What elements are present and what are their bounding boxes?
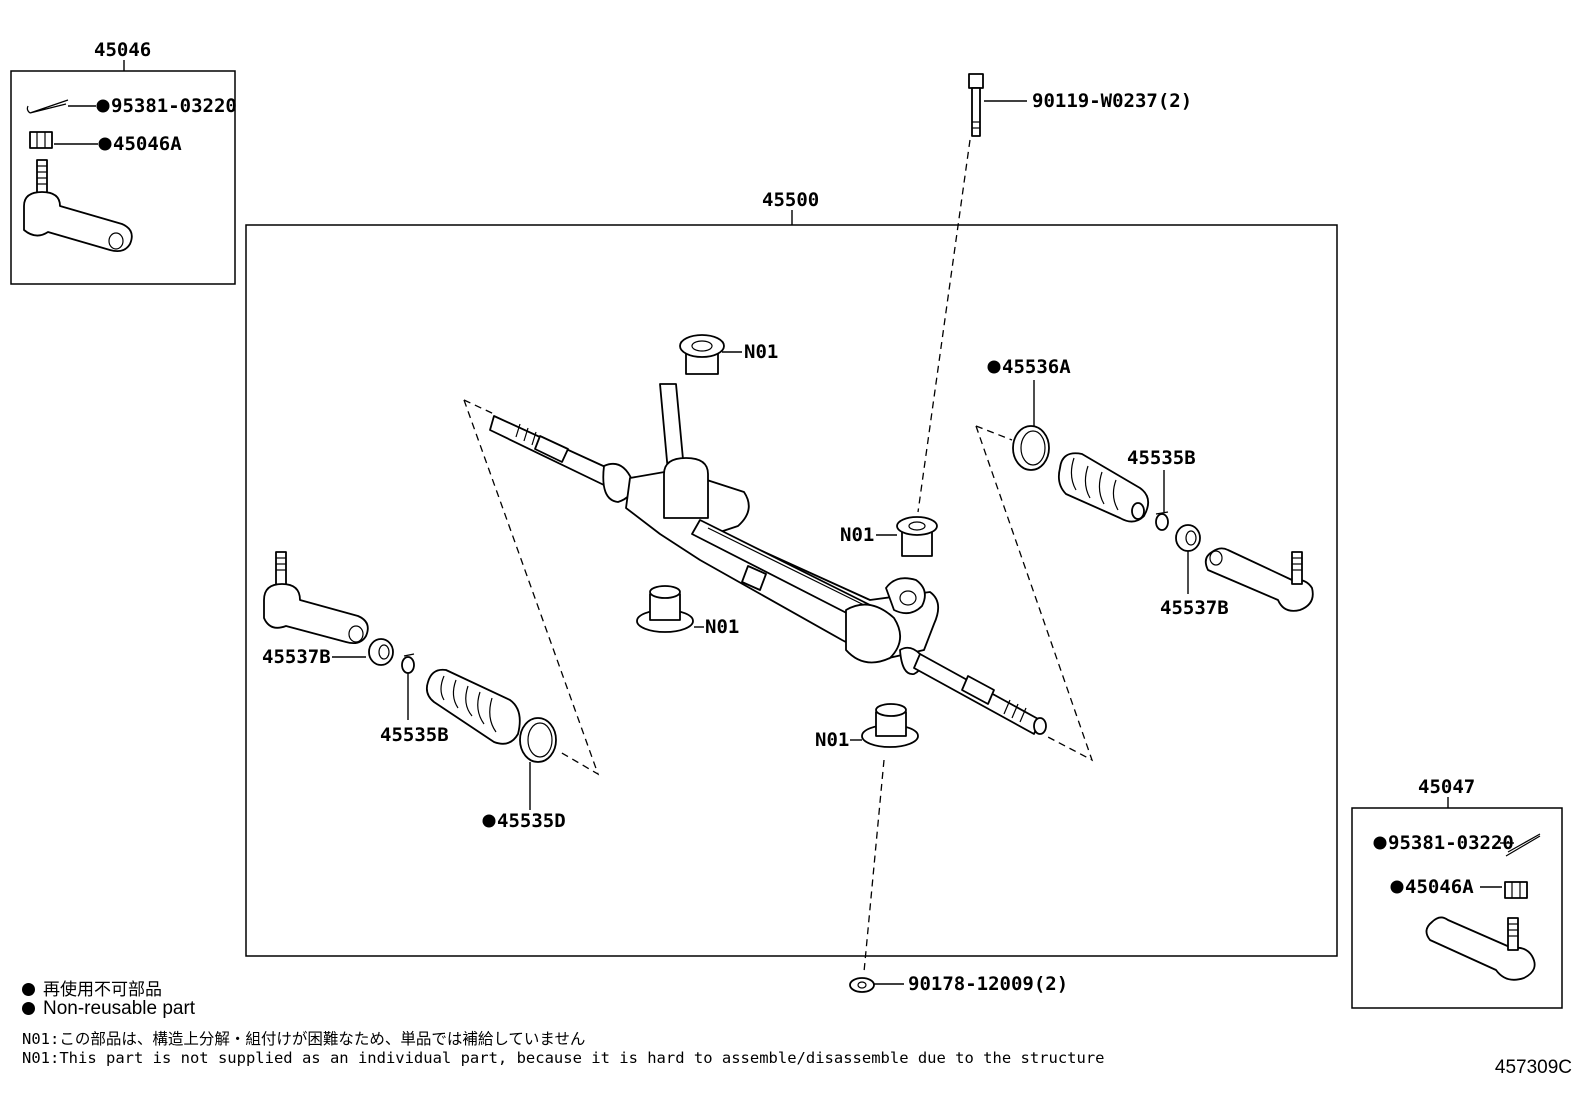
lock-nut-left-group[interactable]: 45537B [262, 638, 394, 668]
bushing-icon [861, 703, 919, 748]
assembly-45047-label: 45047 [1418, 776, 1475, 798]
illustration-id: 457309C [1494, 1057, 1572, 1078]
bolt-icon [968, 73, 984, 137]
tie-rod-end-right-icon [1204, 547, 1314, 612]
assembly-45500-label: 45500 [762, 189, 819, 211]
tie-rod-end-left-icon [263, 551, 369, 645]
nut-group[interactable]: 90178-12009(2) [849, 759, 1068, 995]
assembly-45046-box [10, 70, 236, 285]
assembly-45047-group[interactable]: 45047 95381-03220 45046A [1351, 776, 1563, 1009]
boot-band-icon [1012, 425, 1050, 471]
part-label-n01: N01 [705, 616, 739, 638]
nut-guide-line [863, 759, 885, 973]
cotter-pin-icon [26, 99, 69, 114]
boot-clamp-b-left-group[interactable]: 45535B [380, 653, 449, 746]
bolt-group[interactable]: 90119-W0237(2) [917, 73, 1192, 513]
left-guide-line [463, 399, 600, 776]
steering-boot-right-icon [1057, 452, 1150, 523]
note-n01-ja: N01:この部品は、構造上分解・組付けが困難なため、単品では補給していません [22, 1030, 586, 1048]
assembly-45046-label: 45046 [94, 39, 151, 61]
non-reusable-dot [1390, 880, 1404, 894]
cotter-pin-icon [1505, 833, 1541, 857]
part-label-n01: N01 [840, 524, 874, 546]
part-label-nut: 90178-12009(2) [908, 973, 1068, 995]
part-label-boot-d: 45535D [497, 810, 566, 832]
part-label-castle-nut-right: 45046A [1405, 876, 1474, 898]
part-label-cotter-pin-right: 95381-03220 [1388, 832, 1514, 854]
bolt-guide-line [917, 139, 971, 513]
steering-rack-icon [489, 383, 1047, 735]
bushing-icon [679, 334, 725, 375]
part-label-n01: N01 [744, 341, 778, 363]
non-reusable-dot [987, 360, 1001, 374]
bushing-n01-center[interactable]: N01 [840, 516, 938, 557]
small-clamp-icon [1155, 511, 1169, 531]
steering-boot-left-icon [425, 668, 521, 745]
legend-dot [22, 1002, 35, 1015]
assembly-45047-box [1351, 807, 1563, 1009]
tie-rod-end-right-box-icon [1425, 916, 1536, 981]
right-guide-line [975, 425, 1094, 762]
lock-nut-icon [368, 638, 394, 666]
assembly-45500-group[interactable]: 45500 [245, 189, 1338, 957]
note-n01-en: N01:This part is not supplied as an indi… [22, 1049, 1105, 1067]
clamp-45536a-group[interactable]: 45536A [987, 356, 1072, 471]
bushing-n01-lower-right[interactable]: N01 [815, 703, 919, 751]
non-reusable-dot [1373, 836, 1387, 850]
non-reusable-dot [98, 137, 112, 151]
castle-nut-icon [29, 131, 53, 149]
part-label-boot-clamp-left: 45535B [380, 724, 449, 746]
assembly-45500-box [245, 224, 1338, 957]
part-label-lock-nut-left: 45537B [262, 646, 331, 668]
bushing-n01-top[interactable]: N01 [679, 334, 778, 375]
boot-45535d-group[interactable]: 45535D [482, 717, 566, 832]
flange-nut-icon [849, 977, 875, 993]
bushing-icon [896, 516, 938, 557]
bushing-icon [636, 585, 694, 633]
lock-nut-icon [1175, 524, 1201, 552]
lock-nut-right-group[interactable]: 45537B [1160, 524, 1229, 619]
legend-en-text: Non-reusable part [43, 998, 196, 1019]
part-label-lock-nut-right: 45537B [1160, 597, 1229, 619]
part-label-castle-nut-left: 45046A [113, 133, 182, 155]
small-clamp-icon [401, 653, 415, 674]
right-guide-line-top [975, 425, 1013, 441]
assembly-45046-group[interactable]: 45046 95381-03220 45046A [10, 39, 237, 285]
part-label-boot-clamp-right: 45535B [1127, 447, 1196, 469]
boot-band-icon [519, 717, 557, 763]
legend-ja-text: 再使用不可部品 [43, 980, 162, 999]
part-label-clamp-a: 45536A [1002, 356, 1071, 378]
boot-clamp-b-right-group[interactable]: 45535B [1127, 447, 1196, 531]
tie-rod-end-left-box-icon [23, 159, 133, 253]
part-label-bolt: 90119-W0237(2) [1032, 90, 1192, 112]
legend-non-reusable-en: Non-reusable part [22, 998, 195, 1020]
legend-dot [22, 983, 35, 996]
non-reusable-dot [96, 99, 110, 113]
castle-nut-icon [1504, 881, 1528, 899]
part-label-n01: N01 [815, 729, 849, 751]
non-reusable-dot [482, 814, 496, 828]
legend-non-reusable-ja: 再使用不可部品 [22, 975, 162, 1000]
part-label-cotter-pin-left: 95381-03220 [111, 95, 237, 117]
left-guide-line-top [463, 399, 495, 415]
bushing-n01-lower-left[interactable]: N01 [636, 585, 739, 638]
